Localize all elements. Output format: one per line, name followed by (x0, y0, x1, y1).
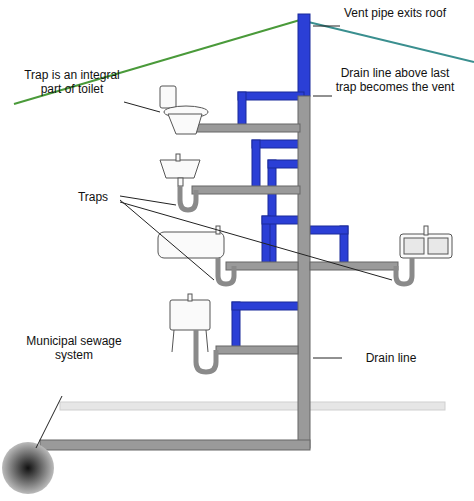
laundry-tub (170, 294, 210, 352)
floor-slab (60, 402, 445, 410)
callout-label: Municipal sewage system (24, 334, 124, 362)
roof-line (300, 20, 474, 62)
sewer-main (2, 442, 54, 494)
bathtub (158, 226, 224, 258)
toilet (160, 86, 208, 134)
callout-label: Trap is an integral part of toilet (20, 68, 124, 96)
p-traps (180, 186, 412, 372)
callout-label: Drain line above last trap becomes the v… (334, 66, 456, 94)
callout-label: Drain line (344, 351, 438, 365)
callout-label: Vent pipe exits roof (340, 6, 450, 20)
roof-line (14, 20, 300, 104)
drain-pipes (40, 96, 398, 450)
vent-pipes (232, 14, 348, 348)
kitchen-sink (400, 226, 452, 258)
callout-label: Traps (66, 190, 120, 204)
bathroom-sink (160, 154, 200, 186)
